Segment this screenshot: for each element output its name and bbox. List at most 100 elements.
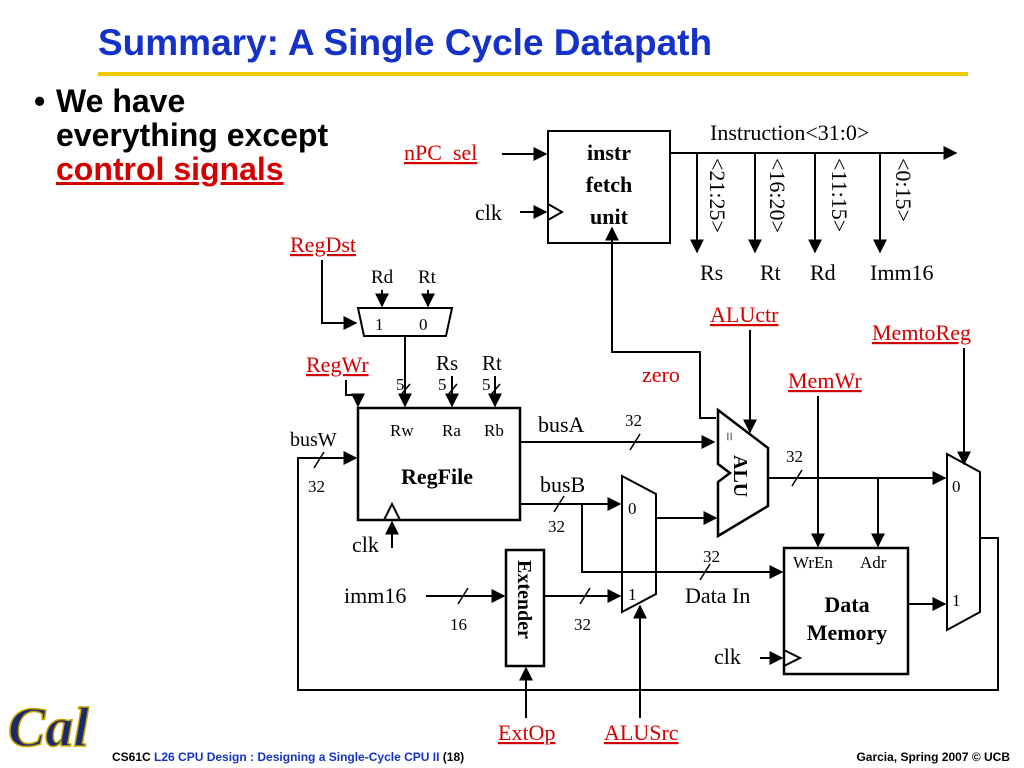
- regdst-sel1: 1: [375, 315, 384, 334]
- alusrc-sel1: 1: [628, 585, 637, 604]
- memtoreg-sel0: 0: [952, 477, 961, 496]
- data-memory-wren: WrEn: [793, 553, 833, 572]
- fetch-clk-triangle: [547, 203, 565, 221]
- npc-sel-label: nPC_sel: [404, 140, 477, 165]
- field-name-rs: Rs: [700, 260, 723, 285]
- data-in-wire: [581, 504, 784, 579]
- imm16-width-tick: [457, 587, 469, 605]
- data-memory-line1: Data: [824, 592, 869, 617]
- instruction-label: Instruction<31:0>: [710, 120, 869, 145]
- imm16-label: imm16: [344, 583, 406, 608]
- instr-fetch-line2: fetch: [586, 172, 632, 197]
- alusrc-mux: [621, 474, 657, 614]
- data-memory-clk-triangle: [783, 649, 803, 667]
- busa-width-tick: [629, 433, 641, 451]
- slide-title: Summary: A Single Cycle Datapath: [98, 22, 713, 63]
- bullet-highlight: control signals: [56, 151, 284, 187]
- imm16-width: 16: [450, 615, 467, 634]
- regfile-port-rb: Rb: [484, 421, 504, 440]
- regfile-clk-triangle: [383, 501, 401, 521]
- alu-eq: =: [720, 432, 737, 441]
- busb-width: 32: [548, 517, 565, 536]
- regfile-rt-label: Rt: [482, 351, 502, 375]
- cal-logo: Cal: [7, 696, 90, 760]
- bullet-text: We have everything except control signal…: [56, 84, 334, 186]
- regfile-label: RegFile: [401, 464, 473, 489]
- extender-out-width: 32: [574, 615, 591, 634]
- rb-width-tick: [489, 383, 501, 397]
- field-bits-imm16: <0:15>: [891, 158, 916, 222]
- regfile-clk-label: clk: [352, 532, 379, 557]
- field-name-rd: Rd: [810, 260, 836, 285]
- memtoreg-sel1: 1: [952, 591, 961, 610]
- zero-label: zero: [642, 362, 680, 387]
- footer-right: Garcia, Spring 2007 © UCB: [856, 750, 1010, 764]
- busb-width-tick: [553, 495, 565, 513]
- extender: [504, 548, 546, 668]
- regfile-port-rw: Rw: [390, 421, 414, 440]
- alu-label: ALU: [729, 455, 751, 497]
- regdst-in-rt: Rt: [418, 267, 437, 288]
- footer: CS61C L26 CPU Design : Designing a Singl…: [0, 738, 1024, 768]
- field-name-imm16: Imm16: [870, 260, 934, 285]
- busw-width-tick: [313, 451, 325, 469]
- data-in-label: Data In: [685, 583, 750, 608]
- alu-out-width-tick: [791, 469, 803, 487]
- rw-width: 5: [396, 375, 405, 394]
- regdst-in-rd: Rd: [371, 267, 394, 288]
- ra-width-tick: [446, 383, 458, 397]
- regdst-sel0: 0: [419, 315, 428, 334]
- regwr-label: RegWr: [306, 352, 369, 377]
- regfile-port-ra: Ra: [442, 421, 461, 440]
- field-name-rt: Rt: [760, 260, 781, 285]
- footer-page: (18): [442, 750, 465, 764]
- footer-left: CS61C L26 CPU Design : Designing a Singl…: [112, 750, 464, 764]
- busw-label: busW: [290, 429, 337, 451]
- regdst-mux: [356, 307, 454, 337]
- regwr-control-wire: [345, 380, 365, 408]
- zero-wire: [605, 226, 716, 419]
- data-memory-adr: Adr: [860, 553, 887, 572]
- busw-feedback-wire: [297, 451, 999, 691]
- data-memory: [782, 546, 910, 676]
- footer-course: CS61C: [112, 750, 151, 764]
- bullet-main-text: We have everything except: [56, 83, 329, 153]
- busb-label: busB: [540, 472, 585, 497]
- rb-width: 5: [482, 375, 491, 394]
- data-memory-line2: Memory: [807, 620, 888, 645]
- data-in-width: 32: [703, 547, 720, 566]
- cal-logo-text: Cal: [8, 697, 89, 759]
- bullet-point: • We have everything except control sign…: [34, 84, 334, 186]
- instr-fetch-unit: [547, 130, 671, 244]
- title-underline: [98, 72, 968, 76]
- busw-width: 32: [308, 477, 325, 496]
- rw-width-tick: [399, 383, 411, 397]
- field-bits-rd: <11:15>: [827, 158, 852, 232]
- regdst-control-wire: [321, 260, 358, 330]
- busa-width: 32: [625, 411, 642, 430]
- register-file: [356, 406, 522, 522]
- field-bits-rt: <16:20>: [765, 158, 790, 233]
- bullet-dot: •: [34, 83, 46, 119]
- memwr-label: MemWr: [788, 368, 862, 393]
- data-in-width-tick: [699, 563, 711, 581]
- instr-fetch-line1: instr: [587, 140, 631, 165]
- extender-label: Extender: [513, 560, 535, 639]
- fetch-clk-label: clk: [475, 200, 502, 225]
- extender-out-width-tick: [579, 587, 591, 605]
- regfile-rs-label: Rs: [436, 351, 458, 375]
- ra-width: 5: [438, 375, 447, 394]
- footer-lecture: L26 CPU Design : Designing a Single-Cycl…: [154, 750, 440, 764]
- alu: [716, 407, 770, 539]
- extop-label: ExtOp: [498, 720, 555, 745]
- alu-out-width: 32: [786, 447, 803, 466]
- field-bits-rs: <21:25>: [705, 158, 730, 233]
- instr-fetch-line3: unit: [590, 204, 629, 229]
- aluctr-label: ALUctr: [710, 302, 779, 327]
- memtoreg-mux: [946, 452, 981, 632]
- alusrc-label: ALUSrc: [604, 720, 679, 745]
- busa-label: busA: [538, 412, 585, 437]
- memtoreg-label: MemtoReg: [872, 320, 971, 345]
- alusrc-sel0: 0: [628, 499, 637, 518]
